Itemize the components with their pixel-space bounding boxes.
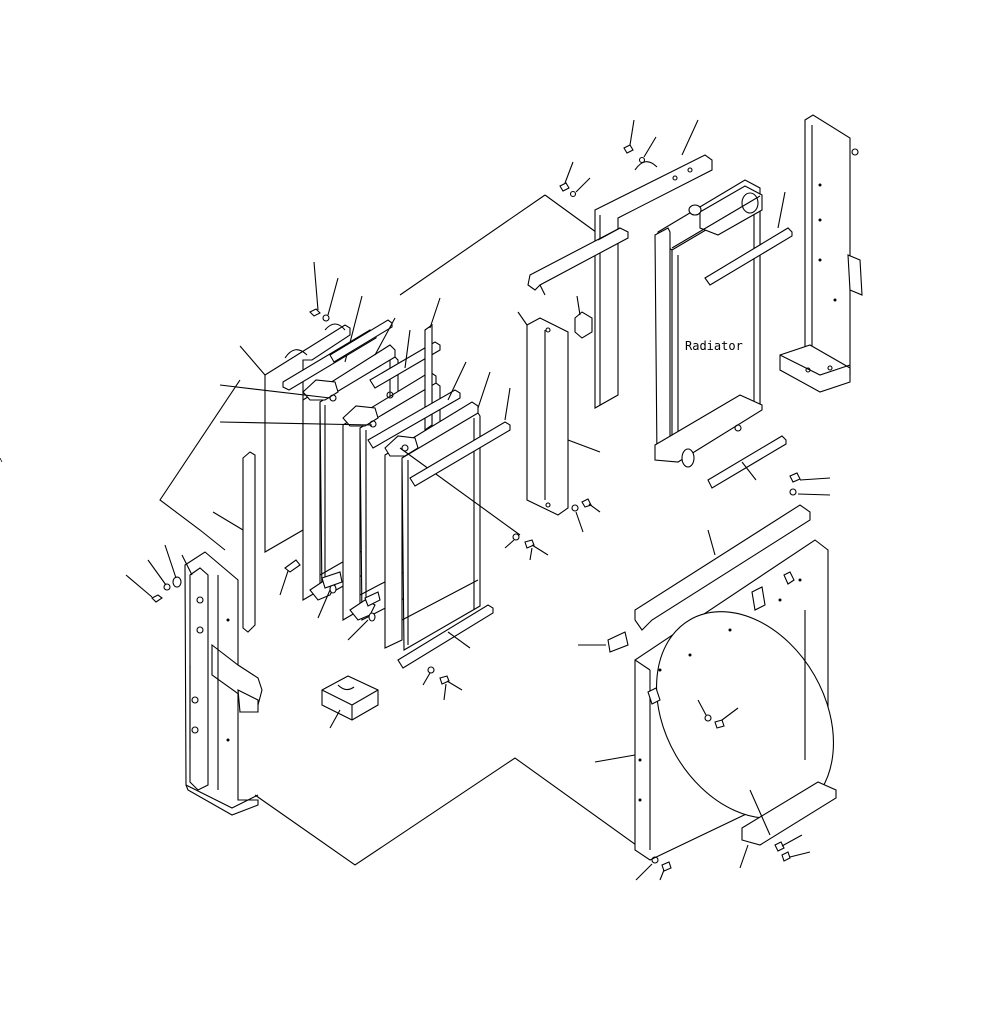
assembly-boundary-lines — [0, 194, 651, 866]
rubber-mount-block — [321, 675, 379, 729]
left-side-bracket — [184, 551, 263, 816]
left-bracket-bolts — [125, 544, 193, 603]
left-stack-top-bolt — [309, 261, 339, 322]
center-plate-bolts — [571, 498, 601, 533]
radiator-seal-strips — [704, 191, 793, 489]
left-seal-strip — [212, 451, 256, 633]
right-side-frame — [779, 114, 863, 393]
upper-frame-bolts — [559, 119, 699, 198]
core-center-bolts — [422, 533, 549, 701]
core-1-seal-strips — [282, 295, 396, 391]
core-leader-lines — [219, 384, 381, 641]
center-side-plate — [517, 295, 601, 516]
core-2-seal-strips — [367, 297, 467, 449]
radiator-core: Radiator — [654, 179, 763, 468]
radiator-label: Radiator — [685, 339, 743, 353]
shroud-bolts — [635, 472, 831, 881]
core-3-seal-strips — [397, 371, 511, 669]
fan-shroud — [594, 539, 835, 861]
shroud-top-bar — [578, 504, 811, 653]
cooler-core-3 — [384, 401, 521, 651]
bottom-cover-plate — [739, 781, 837, 869]
upper-frame-bracket — [527, 154, 713, 409]
